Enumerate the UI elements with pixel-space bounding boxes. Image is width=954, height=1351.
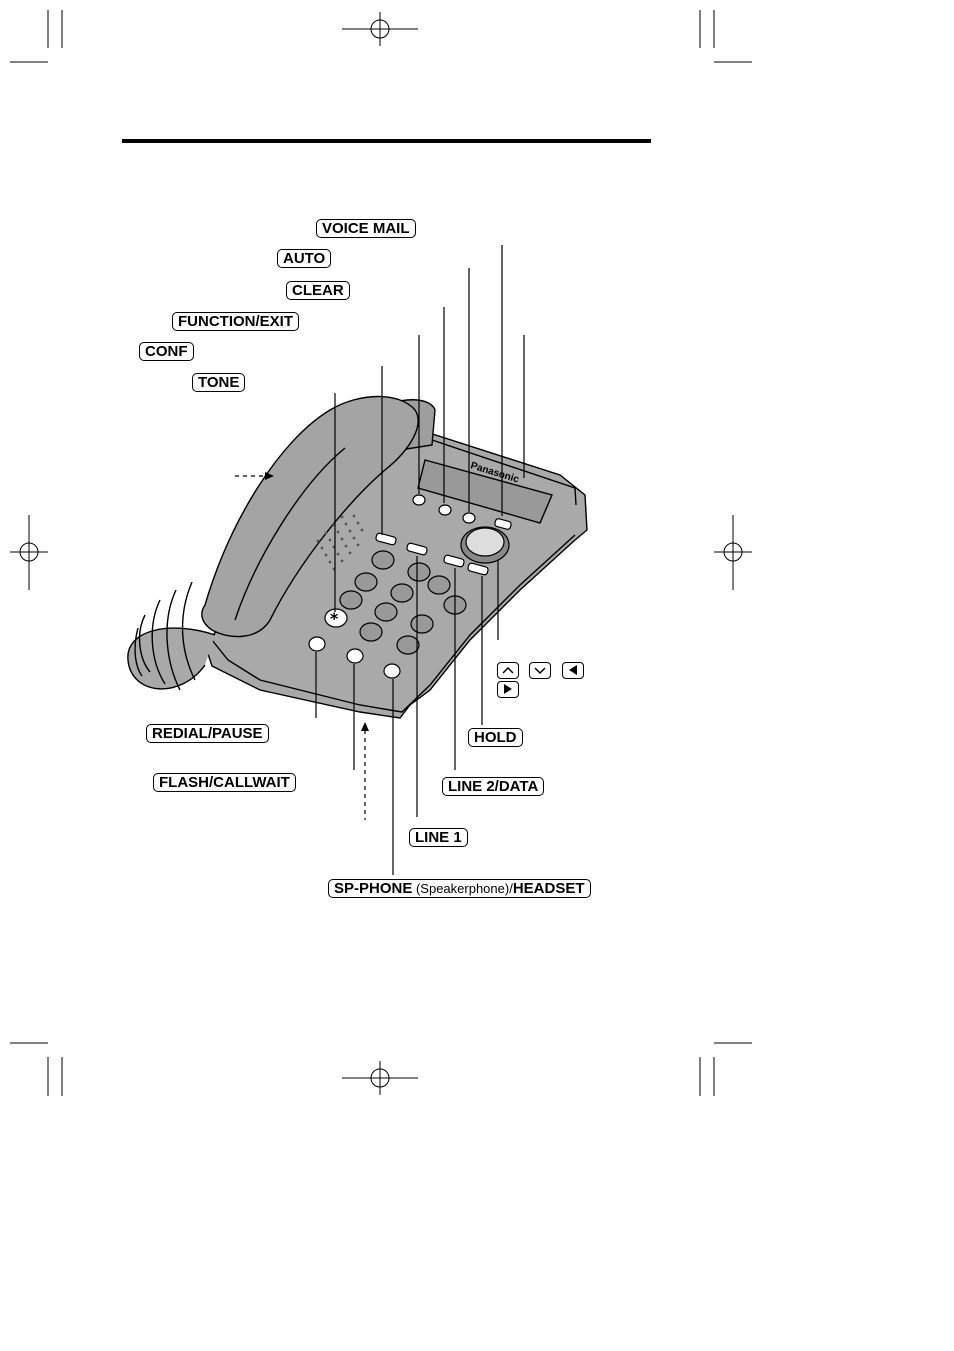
lower-buttons: [308, 636, 401, 679]
sp-phone-headset-label: SP-PHONE (Speakerphone)/HEADSET: [328, 879, 591, 898]
handset-arrow-icon: [265, 472, 274, 480]
coiled-cord: [127, 581, 216, 691]
function-exit-label: FUNCTION/EXIT: [172, 312, 299, 331]
headset-text: HEADSET: [512, 880, 585, 897]
sp-phone-text: SP-PHONE: [334, 880, 413, 897]
line1-label: LINE 1: [409, 828, 468, 847]
down-arrow-icon: [529, 662, 551, 679]
clear-label: CLEAR: [286, 281, 350, 300]
speakerphone-text: (Speakerphone)/: [412, 881, 513, 896]
header-rule: [122, 139, 651, 143]
redial-pause-label: REDIAL/PAUSE: [146, 724, 269, 743]
up-arrow-icon: [497, 662, 519, 679]
asterisk-key-icon: *: [330, 609, 339, 628]
function-buttons: [375, 494, 512, 576]
crop-marks: [10, 10, 752, 1096]
nav-pad: [460, 526, 510, 564]
line2-data-label: LINE 2/DATA: [442, 777, 545, 796]
leader-lines: [235, 245, 525, 875]
flash-callwait-label: FLASH/CALLWAIT: [153, 773, 296, 792]
conf-label: CONF: [139, 342, 194, 361]
speaker-grille: [316, 514, 364, 571]
right-arrow-icon: [497, 681, 519, 698]
tone-label: TONE: [192, 373, 246, 392]
handset: [201, 395, 419, 638]
display-window: [417, 459, 553, 524]
hold-label: HOLD: [468, 728, 523, 747]
voice-mail-label: VOICE MAIL: [316, 219, 416, 238]
auto-label: AUTO: [277, 249, 332, 268]
mic-arrow-icon: [361, 722, 369, 731]
left-arrow-icon: [562, 662, 584, 679]
registration-marks: [10, 12, 752, 1095]
